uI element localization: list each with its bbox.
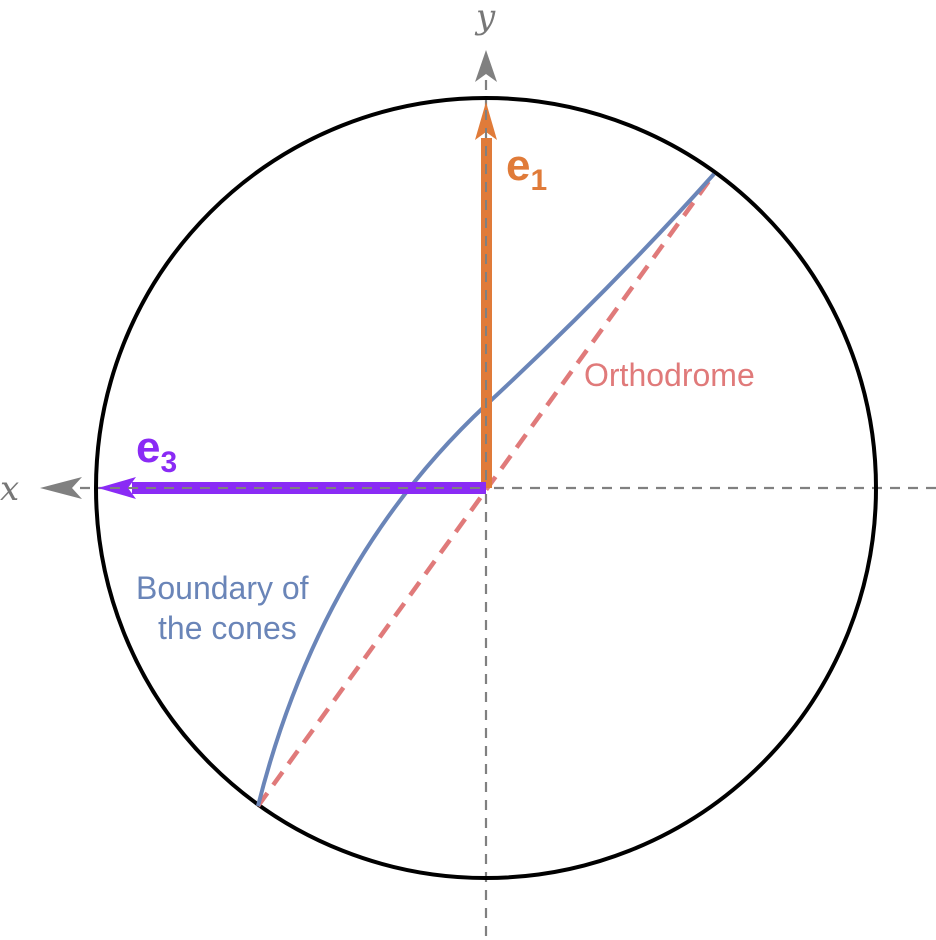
boundary-label-line2: the cones [158,610,297,646]
e1-label-base: e [506,141,530,190]
x-axis-arrowhead-icon [40,477,82,499]
e1-label-subscript: 1 [530,164,547,197]
e1-vector-arrowhead-icon [475,102,497,140]
unit-circle [94,96,878,880]
e3-label: e3 [136,423,177,479]
e3-label-base: e [136,423,160,472]
cone-boundary-curve [256,172,716,807]
e3-label-subscript: 3 [160,446,177,479]
y-axis-label: y [474,0,496,37]
y-axis-arrowhead-icon [475,50,497,82]
e1-label: e1 [506,141,547,197]
orthodrome-label: Orthodrome [584,357,755,393]
x-axis-label: x [0,469,19,509]
boundary-label-line1: Boundary of [136,570,309,606]
